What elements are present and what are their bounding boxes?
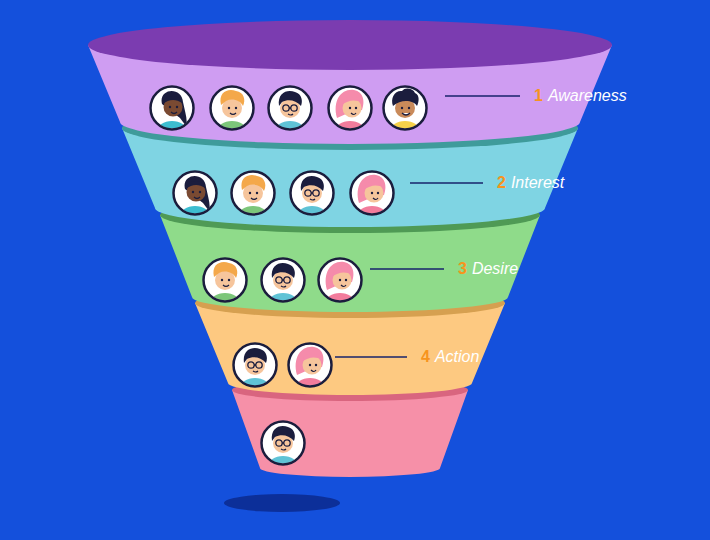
stage-number: 3 xyxy=(458,259,467,279)
stage-number: 4 xyxy=(421,347,430,367)
stage-number: 2 xyxy=(497,173,506,193)
stage-label: Action xyxy=(435,347,479,367)
stage-label: Interest xyxy=(511,173,564,193)
stage-number: 1 xyxy=(534,86,543,106)
stage-label: Awareness xyxy=(548,86,627,106)
stage-label: Desire xyxy=(472,259,518,279)
